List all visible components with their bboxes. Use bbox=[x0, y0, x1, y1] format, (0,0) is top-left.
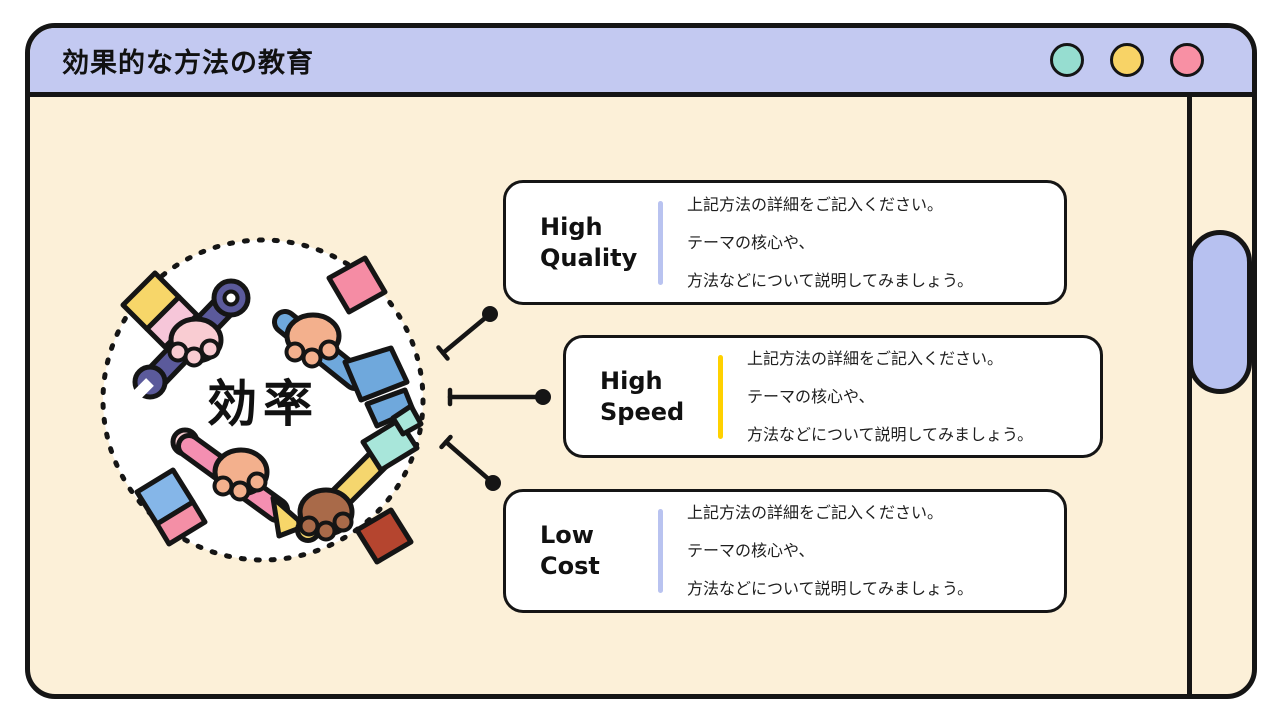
hand-wrench-icon bbox=[120, 270, 251, 405]
window-frame: 効果的な方法の教育 bbox=[25, 23, 1257, 699]
callout-description: 上記方法の詳細をご記入ください。 テーマの核心や、 方法などについて説明してみま… bbox=[687, 194, 974, 290]
scrollbar-thumb[interactable] bbox=[1188, 230, 1252, 394]
hands-tools-illustration bbox=[100, 237, 426, 565]
title-bar: 効果的な方法の教育 bbox=[30, 28, 1252, 97]
traffic-light-teal-button[interactable] bbox=[1050, 43, 1084, 77]
traffic-lights bbox=[1050, 43, 1204, 77]
callout-label: High Speed bbox=[600, 366, 685, 426]
content-area: 効率 High Quality 上記方法の詳細をご記入 bbox=[30, 97, 1252, 694]
vertical-divider bbox=[1187, 97, 1192, 694]
hub-label: 効率 bbox=[207, 375, 319, 433]
callout-high-quality: High Quality 上記方法の詳細をご記入ください。 テーマの核心や、 方… bbox=[503, 180, 1067, 305]
accent-bar bbox=[658, 509, 663, 593]
callout-low-cost: Low Cost 上記方法の詳細をご記入ください。 テーマの核心や、 方法などに… bbox=[503, 489, 1067, 613]
callout-label: High Quality bbox=[540, 212, 638, 272]
callout-description: 上記方法の詳細をご記入ください。 テーマの核心や、 方法などについて説明してみま… bbox=[747, 348, 1034, 444]
hand-pencil-icon bbox=[134, 427, 308, 547]
traffic-light-yellow-button[interactable] bbox=[1110, 43, 1144, 77]
accent-bar bbox=[658, 200, 663, 285]
traffic-light-pink-button[interactable] bbox=[1170, 43, 1204, 77]
hand-blue-hammer-icon bbox=[272, 255, 416, 429]
page-title: 効果的な方法の教育 bbox=[62, 47, 314, 79]
callout-label: Low Cost bbox=[540, 521, 600, 580]
callout-description: 上記方法の詳細をご記入ください。 テーマの核心や、 方法などについて説明してみま… bbox=[687, 503, 974, 598]
accent-bar bbox=[718, 354, 723, 439]
callout-high-speed: High Speed 上記方法の詳細をご記入ください。 テーマの核心や、 方法な… bbox=[563, 335, 1103, 458]
hand-teal-hammer-icon bbox=[295, 403, 424, 565]
hub-circle: 効率 bbox=[93, 230, 433, 570]
